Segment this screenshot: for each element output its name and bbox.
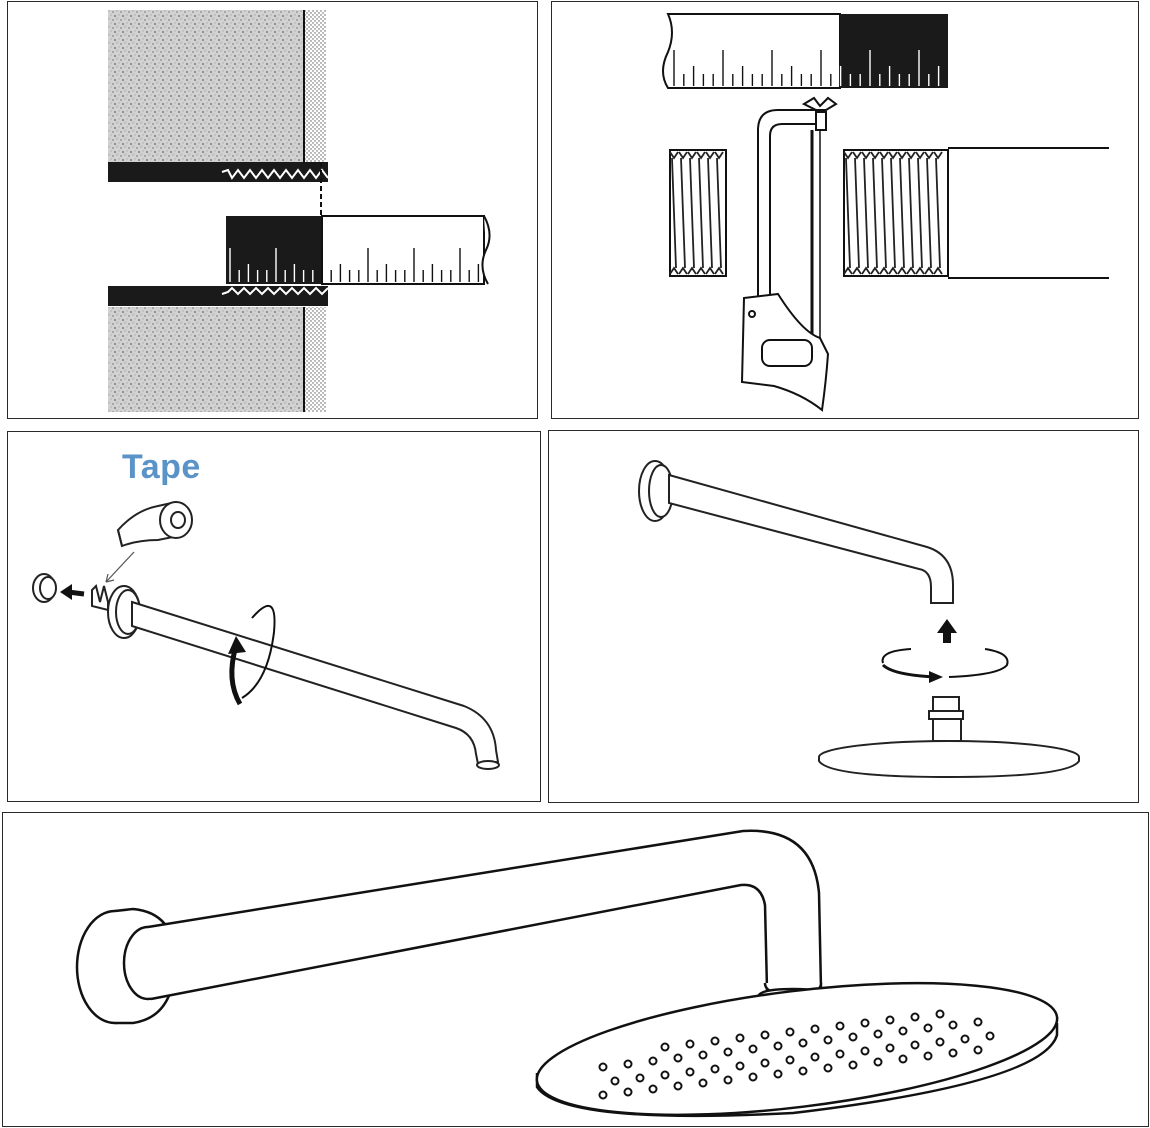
wall-stone-upper xyxy=(108,10,304,162)
shower-head-connector xyxy=(928,696,964,742)
rain-shower-head xyxy=(818,740,1080,779)
step-5-panel-finished-assembly xyxy=(2,812,1149,1127)
hacksaw xyxy=(740,96,838,412)
rotate-arrow-icon xyxy=(881,648,1009,683)
embedded-pipe-bottom xyxy=(108,286,328,306)
wall-stone-lower xyxy=(108,307,304,412)
measuring-ruler xyxy=(226,215,491,285)
end-cap-icon xyxy=(32,573,57,603)
measure-pipe-in-wall-illustration xyxy=(108,10,491,412)
wall-plaster-upper xyxy=(304,10,326,162)
step-2-panel-cut-pipe xyxy=(551,1,1139,419)
step-4-panel-attach-shower-head xyxy=(548,430,1139,803)
threaded-nipple xyxy=(91,584,109,612)
shower-arm xyxy=(147,829,823,1001)
shower-arm xyxy=(668,473,954,604)
rotate-arrow-icon xyxy=(228,604,276,706)
shower-arm xyxy=(131,600,500,766)
threaded-pipe-right xyxy=(843,147,1109,279)
tape-label: Tape xyxy=(122,448,201,486)
tape-pointer-arrow xyxy=(105,551,135,583)
rain-shower-head xyxy=(535,981,1059,1118)
attach-head-illustration xyxy=(638,460,1080,779)
tape-install-illustration xyxy=(32,500,500,770)
finished-assembly-illustration xyxy=(75,829,1059,1118)
tape-roll-icon xyxy=(116,500,193,548)
measuring-ruler xyxy=(662,13,948,89)
embedded-pipe-top xyxy=(108,162,328,182)
cut-pipe-illustration xyxy=(662,13,1109,412)
step-1-panel-measure-pipe-in-wall xyxy=(7,1,538,419)
wall-plaster-lower xyxy=(304,307,326,412)
wall-flange xyxy=(638,460,674,522)
up-arrow-icon xyxy=(937,619,957,643)
step-3-panel-tape-and-install-arm: Tape xyxy=(7,431,541,802)
threaded-pipe-left xyxy=(669,149,727,277)
